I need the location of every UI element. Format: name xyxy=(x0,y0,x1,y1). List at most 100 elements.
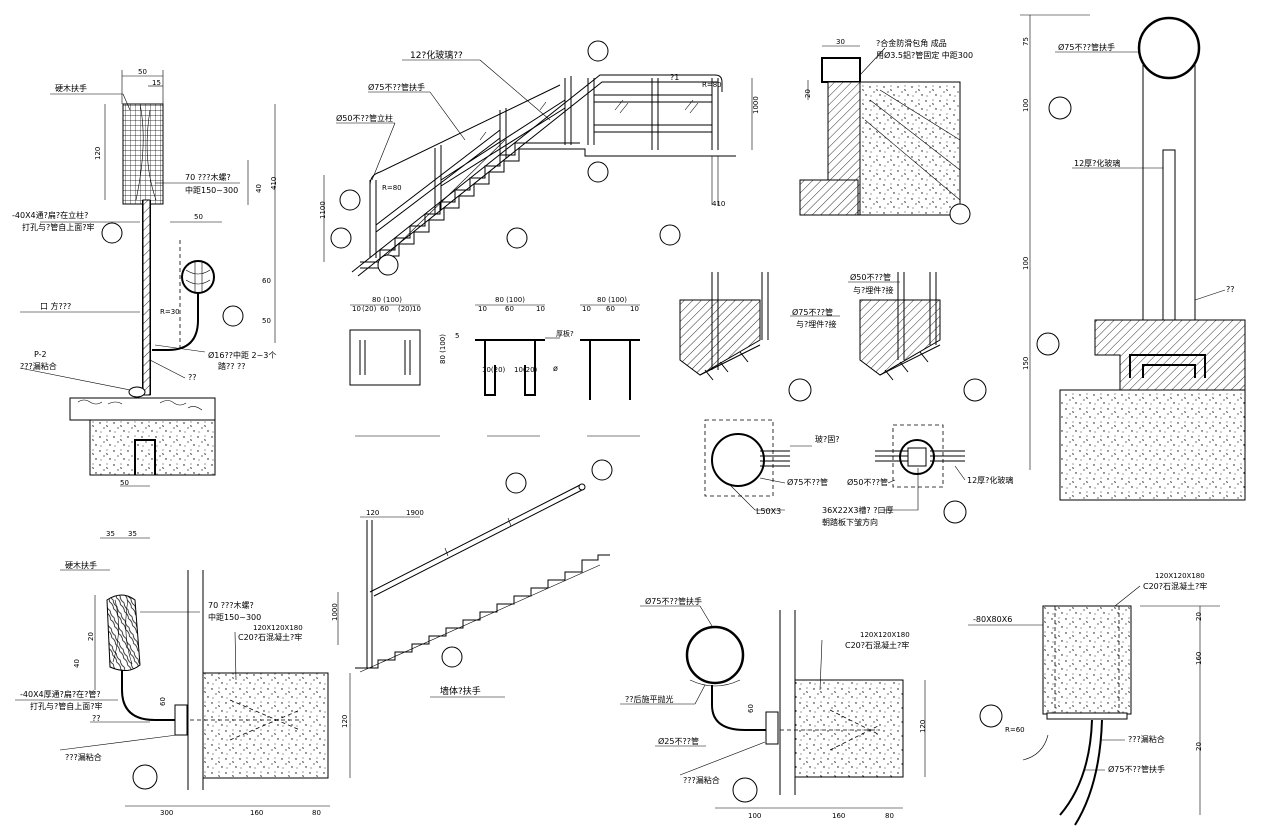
ref-bubble xyxy=(222,305,244,327)
label-75-rail-right-bottom: Ø75不??管扶手 xyxy=(1108,764,1165,774)
dim-60-bottom: 60 xyxy=(159,697,167,706)
rail-weld xyxy=(689,679,741,687)
right-concrete xyxy=(1059,389,1246,501)
anchor-lines-mid xyxy=(780,709,881,751)
label-glass-fix: 玻?固? xyxy=(815,434,840,444)
rail-section-mark xyxy=(185,262,211,292)
round-rail-section xyxy=(181,260,215,294)
ref-bubble xyxy=(101,222,123,244)
round-rail-75 xyxy=(1137,16,1201,80)
stair-nosing-detail: 30 20 ?合金防滑包角 成品 用Ø3.5鋁?管固定 中距300 xyxy=(799,38,973,225)
label-sealant-mid: ???漏粘合 xyxy=(683,775,720,785)
plate-dim-e: 10 xyxy=(412,305,421,313)
plate-dim-h: 10 xyxy=(536,305,545,313)
ref-bubble xyxy=(949,203,971,225)
plate-dim-b: (20) xyxy=(362,305,377,313)
bottom-right-base-detail: 20 160 20 R=60 120X120X180 C20?石混凝土?牢 -8… xyxy=(968,572,1220,826)
glass-clip-detail: 玻?固? Ø75不??管 Ø50不??管 L50X3 36X22X3槽? ?口厚… xyxy=(704,419,1013,527)
dim-40-bottom: 40 xyxy=(73,659,81,668)
label-embed-50-weld: 与?埋件?接 xyxy=(853,285,894,295)
right-section-detail: 75 100 100 150 Ø75不??管扶手 12厚?化玻璃 ?? xyxy=(1020,14,1246,501)
plate-dim-c: 60 xyxy=(380,305,389,313)
wall-rail xyxy=(369,484,585,597)
ref-bubble xyxy=(979,704,1003,728)
embed-hatch-right xyxy=(859,299,941,376)
label-drill-bottom: 打孔与?管自上面?牢 xyxy=(30,701,103,711)
label-screw-bottom: 70 ???木螺? xyxy=(208,600,254,610)
base-plate xyxy=(349,329,421,386)
glass-marks xyxy=(479,99,699,141)
dim-160-mid: 160 xyxy=(832,812,845,820)
label-12-glass-right: 12厚?化玻璃 xyxy=(1074,158,1120,168)
dim-nosing-width: 30 xyxy=(836,38,845,46)
dim-60-right: 50 xyxy=(262,317,271,325)
plate-dim-f: 10 xyxy=(478,305,487,313)
dim-35-a: 35 xyxy=(106,530,115,538)
label-nosing-fix: 用Ø3.5鋁?管固定 中距300 xyxy=(876,50,973,60)
label-block-size-mid: 120X120X180 xyxy=(860,631,910,639)
label-embed-50: Ø50不??管 xyxy=(850,272,891,282)
dim-r60: R=60 xyxy=(1005,726,1025,734)
plate-dim-5: 5 xyxy=(455,332,459,340)
plate-dim-i: 10(20) xyxy=(482,366,506,374)
bracket-bottom-mid xyxy=(711,685,770,731)
post-section xyxy=(142,199,151,396)
label-channel-dir: 朝踏板下皱方向 xyxy=(822,517,878,527)
label-rebar: Ø16??中距 2~3个 xyxy=(208,350,276,360)
label-block-size-right: 120X120X180 xyxy=(1155,572,1205,580)
wood-grain-bottom xyxy=(112,599,133,665)
handrail-top xyxy=(351,74,723,273)
ref-bubble xyxy=(377,254,399,276)
label-polish: ??后施平抛光 xyxy=(625,694,674,704)
label-75-rail-bottom: Ø75不??管扶手 xyxy=(645,596,702,606)
label-screw-spacing: 中距150~300 xyxy=(185,185,238,195)
label-misc-top-left: ?? xyxy=(188,373,197,382)
ref-bubble xyxy=(587,40,609,62)
ref-bubble xyxy=(441,646,463,668)
glass-panel-edge xyxy=(1162,149,1176,341)
wall-stair-profile xyxy=(355,554,610,669)
ref-bubble xyxy=(505,472,527,494)
dim-20-bottom: 20 xyxy=(87,632,95,641)
ref-bubble xyxy=(732,777,758,803)
plate-dim-top: 80 (100) xyxy=(372,296,402,304)
label-wood-screw: 70 ???木螺? xyxy=(185,172,231,182)
plate-dim-side: 80 (100) xyxy=(439,334,447,364)
ref-bubble xyxy=(963,378,987,402)
plate-dim-top-2: 80 (100) xyxy=(495,296,525,304)
dim-50-bottom: 50 xyxy=(120,479,129,487)
dim-wall-1000: 1000 xyxy=(331,603,339,621)
label-c20-right: C20?石混凝土?牢 xyxy=(1143,581,1207,591)
wall-plate-mid xyxy=(765,711,779,745)
ref-bubble xyxy=(659,224,681,246)
stone-layer xyxy=(69,397,216,421)
dim-radius: R=30 xyxy=(160,308,180,316)
bottom-mid-concrete xyxy=(794,679,904,778)
sealant-cap xyxy=(128,386,146,398)
dim-wall-120: 120 xyxy=(366,509,379,517)
plate-dim-d: (20) xyxy=(398,305,413,313)
stair-elevation: 1100 1000 410 12?化玻璃?? Ø75不??管扶手 Ø50不??管… xyxy=(319,40,760,277)
label-flat-bar-bottom: -40X4厚通?扁?在?管? xyxy=(20,689,101,699)
dim-top-offset: 15 xyxy=(152,79,161,87)
label-c20-mid: C20?石混凝土?牢 xyxy=(845,640,909,650)
label-sealant: ???漏粘合 xyxy=(20,361,57,371)
label-sealant-bottom: ???漏粘合 xyxy=(65,752,102,762)
stair-underside xyxy=(360,148,736,269)
wall-post xyxy=(366,520,373,668)
label-hardwood-bottom: 硬木扶手 xyxy=(65,560,97,570)
label-c20-bottom: C20?石混凝土?牢 xyxy=(238,632,302,642)
rail-end xyxy=(578,483,586,491)
channel-section xyxy=(475,339,545,396)
label-height-mark: ?1 xyxy=(670,73,679,82)
plate-dim-j: 10(20) xyxy=(514,366,538,374)
clip-rail-75 xyxy=(711,433,765,487)
label-channel: 36X22X3槽? ?口厚 xyxy=(822,505,893,515)
ref-bubble xyxy=(132,764,158,790)
dim-1100: 1100 xyxy=(319,201,327,219)
label-anti-slip-nosing: ?合金防滑包角 成品 xyxy=(876,38,947,48)
ref-bubble xyxy=(788,378,812,402)
plate-dim-top-3: 80 (100) xyxy=(597,296,627,304)
label-hardwood-rail: 硬木扶手 xyxy=(55,83,87,93)
